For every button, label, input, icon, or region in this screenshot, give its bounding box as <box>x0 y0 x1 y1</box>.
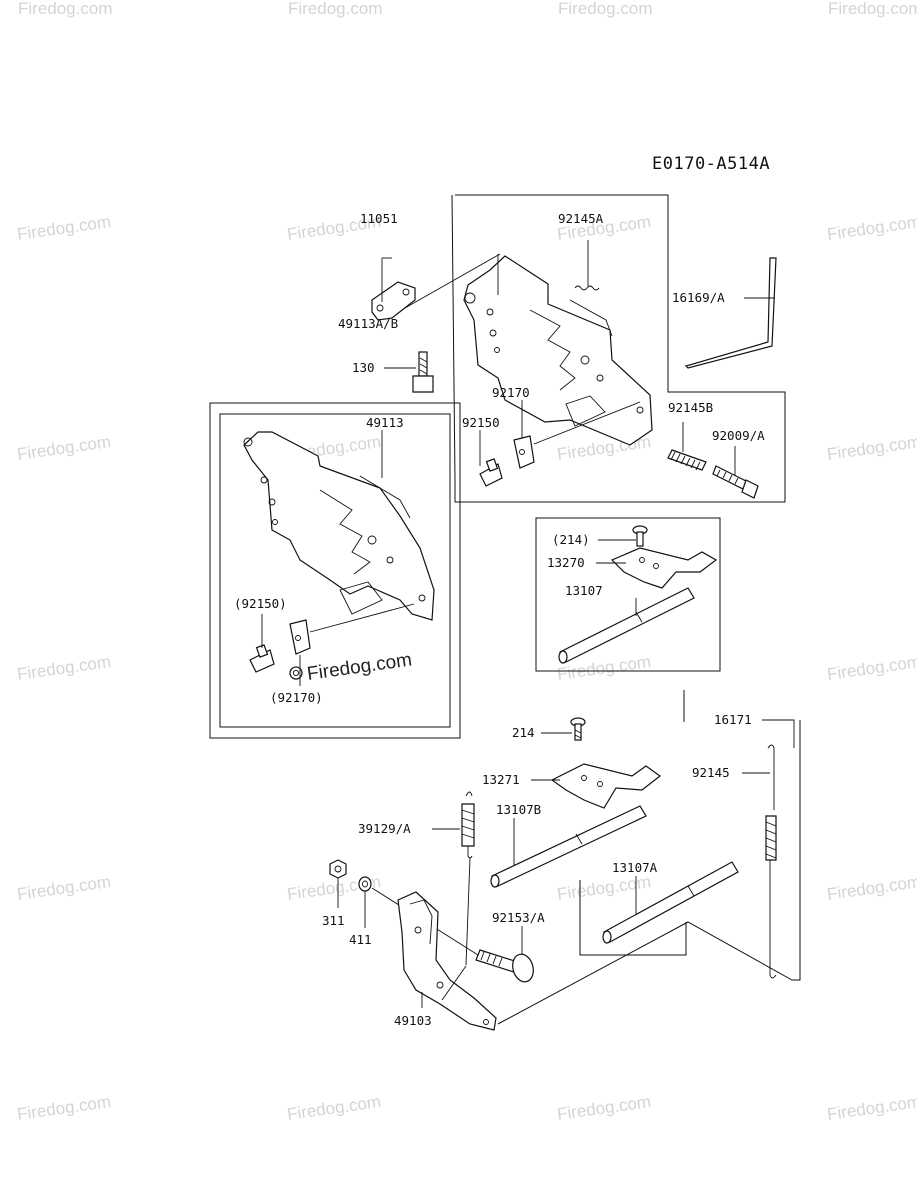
label-39129A: 39129/A <box>358 821 411 836</box>
watermark-text: Firedog.com <box>288 0 382 18</box>
part-49113AB-panel <box>404 253 653 446</box>
label-49103: 49103 <box>394 1013 432 1028</box>
label-92145B: 92145B <box>668 400 713 415</box>
frame-upper-assembly <box>451 194 786 503</box>
label-13271: 13271 <box>482 772 520 787</box>
part-92170p-clip <box>289 603 415 686</box>
label-16169A: 16169/A <box>672 290 725 305</box>
label-16171: 16171 <box>714 712 752 727</box>
watermark-text-inline: Firedog.com <box>306 649 414 684</box>
watermark-text: Firedog.com <box>826 652 917 684</box>
part-16171-rod <box>762 719 795 748</box>
part-13107B-shaft <box>490 805 647 888</box>
part-92009A-screw <box>712 446 759 499</box>
label-92150p: (92150) <box>234 596 287 611</box>
watermark-text: Firedog.com <box>826 212 917 244</box>
label-311: 311 <box>322 913 345 928</box>
part-49103-lever <box>397 891 497 1031</box>
frame-13107A <box>579 880 687 956</box>
part-92170-clip <box>513 400 641 469</box>
part-411-washer <box>358 876 372 928</box>
label-13107A: 13107A <box>612 860 658 875</box>
watermark-text: Firedog.com <box>16 652 112 684</box>
label-130: 130 <box>352 360 375 375</box>
watermark-text: Firedog.com <box>826 872 917 904</box>
watermark-text: Firedog.com <box>18 0 112 18</box>
watermark-text: Firedog.com <box>828 0 917 18</box>
label-49113AB: 49113A/B <box>338 316 398 331</box>
diagram-code: E0170-A514A <box>652 154 770 174</box>
watermark-text: Firedog.com <box>826 1092 917 1124</box>
label-92009A: 92009/A <box>712 428 765 443</box>
part-13270-plate <box>596 547 718 589</box>
watermark-text: Firedog.com <box>16 212 112 244</box>
part-214p-screw <box>598 525 648 547</box>
part-92145-spring <box>742 744 777 979</box>
label-92170p: (92170) <box>270 690 323 705</box>
part-16169A-rod <box>684 257 777 369</box>
watermark-text: Firedog.com <box>558 0 652 18</box>
label-92153A: 92153/A <box>492 910 545 925</box>
part-92150p-bolt <box>249 614 275 673</box>
part-49113-panel <box>243 430 435 621</box>
watermark-text: Firedog.com <box>16 872 112 904</box>
part-11051-bracket <box>371 257 416 321</box>
part-92145B-spring <box>667 422 707 471</box>
label-214p: (214) <box>552 532 590 547</box>
label-92145A: 92145A <box>558 211 604 226</box>
part-311-nut <box>329 859 347 908</box>
label-11051: 11051 <box>360 211 398 226</box>
part-13107A-shaft <box>602 861 739 944</box>
part-13107-shaft <box>558 587 695 664</box>
part-92145A-spring <box>574 240 600 291</box>
part-92150-bolt <box>479 430 503 487</box>
watermark-text: Firedog.com <box>826 432 917 464</box>
part-92153A-bolt <box>371 887 534 983</box>
part-labels: 11051 92145A 16169/A 49113A/B 130 92170 … <box>234 211 765 1028</box>
part-39129A-spring <box>432 791 475 966</box>
part-13271-plate <box>531 763 662 809</box>
watermark-text: Firedog.com <box>556 1092 652 1124</box>
label-13270: 13270 <box>547 555 585 570</box>
watermark-text: Firedog.com <box>16 432 112 464</box>
label-214: 214 <box>512 725 535 740</box>
part-214-screw <box>541 717 586 741</box>
copyright-icon <box>289 666 303 680</box>
label-411: 411 <box>349 932 372 947</box>
label-92145: 92145 <box>692 765 730 780</box>
part-130-bolt <box>384 351 434 393</box>
watermark-text: Firedog.com <box>556 872 652 904</box>
label-49113: 49113 <box>366 415 404 430</box>
label-13107: 13107 <box>565 583 603 598</box>
frame-shaft-assembly <box>535 517 721 672</box>
frame-left-assembly <box>209 402 461 739</box>
label-92150: 92150 <box>462 415 500 430</box>
label-92170: 92170 <box>492 385 530 400</box>
frame-lower-assembly <box>497 690 801 1025</box>
label-13107B: 13107B <box>496 802 541 817</box>
watermark-text: Firedog.com <box>16 1092 112 1124</box>
watermark-text: Firedog.com <box>286 1092 382 1124</box>
